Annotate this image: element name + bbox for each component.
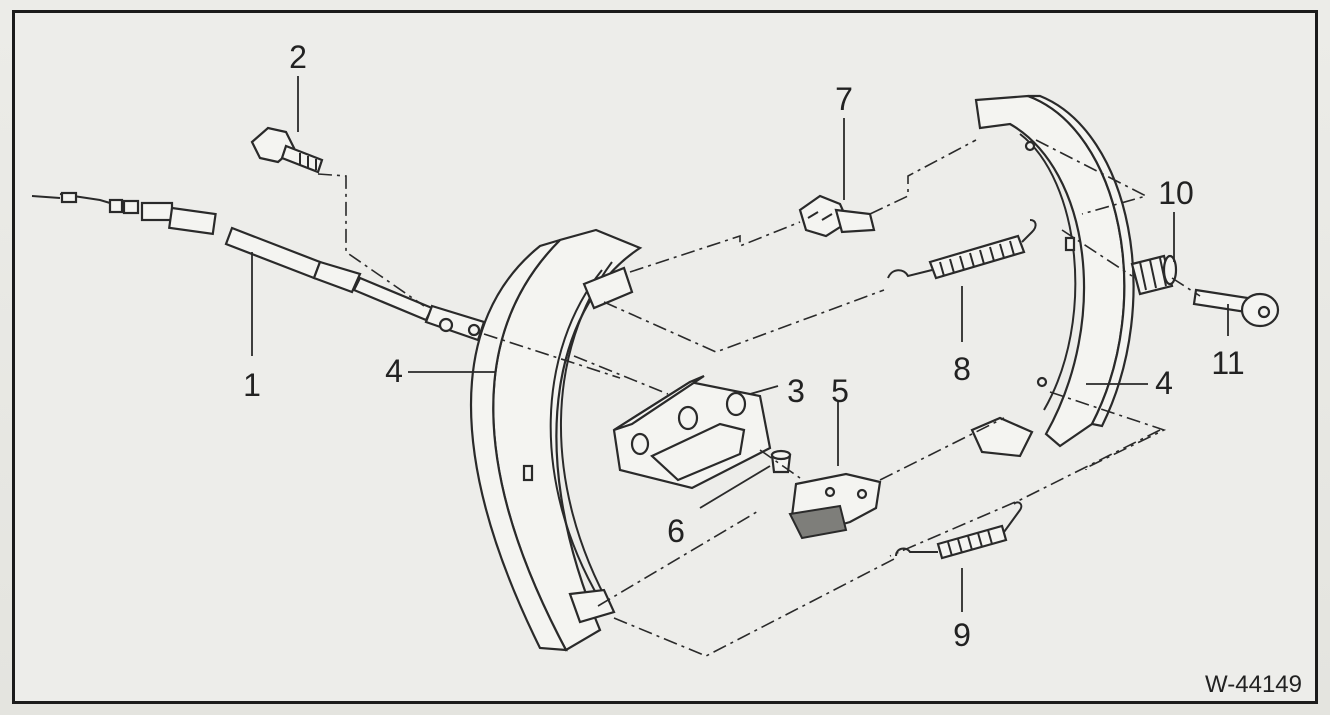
callout-9: 9 [953,617,971,653]
part-6-pin [770,449,792,474]
callout-5: 5 [831,373,849,409]
part-8-spring [887,219,1037,280]
part-10-retaining-spring [1130,254,1178,296]
callout-3: 3 [787,373,805,409]
part-7-adjuster [798,194,876,238]
part-2-bolt [250,126,324,174]
callout-4-left: 4 [385,353,403,389]
callout-labels: 1 2 3 4 4 5 6 7 8 9 10 11 [243,39,1245,653]
callout-6: 6 [667,513,685,549]
part-5-lever [788,472,882,540]
callout-1: 1 [243,367,261,403]
part-1-cable [31,191,486,342]
callout-11: 11 [1211,345,1244,381]
part-3-anchor-plate [612,374,772,490]
callout-4-right: 4 [1155,365,1173,401]
part-9-spring [895,501,1023,560]
part-11-hold-down-pin [1192,288,1280,328]
callout-8: 8 [953,351,971,387]
callout-10: 10 [1158,175,1194,211]
assembly-lines [317,139,1201,657]
figure-reference-code: W-44149 [1205,671,1302,698]
callout-7: 7 [835,81,853,117]
leader-lines [251,76,1229,612]
part-4-right-brake-shoe [970,94,1135,458]
part-4-left-brake-shoe [469,228,643,652]
callout-2: 2 [289,39,307,75]
